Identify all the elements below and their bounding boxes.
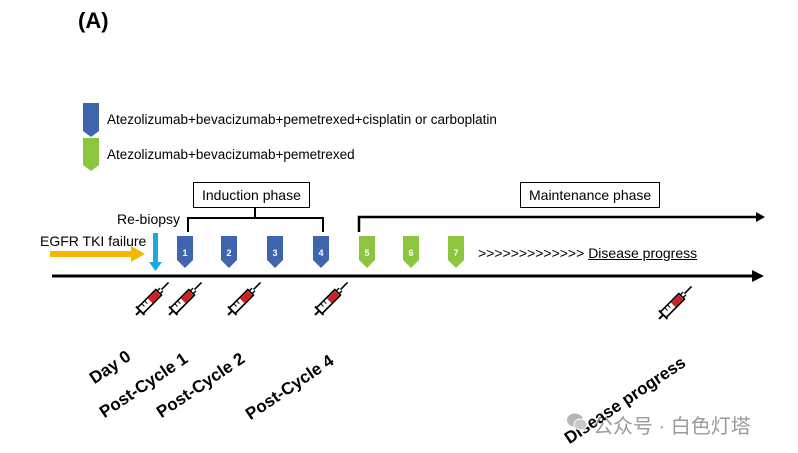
induction-bracket bbox=[187, 208, 324, 232]
rebiopsy-arrow bbox=[149, 233, 162, 271]
cycle-number: 6 bbox=[408, 248, 413, 258]
syringe-icon bbox=[163, 277, 207, 321]
maintenance-arrow bbox=[357, 215, 756, 232]
syringe-icon bbox=[309, 277, 353, 321]
cycle-marker-5: 5 bbox=[359, 236, 375, 268]
watermark-text: 公众号 · 白色灯塔 bbox=[593, 416, 751, 438]
cycle-number: 7 bbox=[453, 248, 458, 258]
legend-blue-marker bbox=[83, 103, 99, 137]
induction-phase-label: Induction phase bbox=[193, 182, 310, 208]
cycle-number: 3 bbox=[272, 248, 277, 258]
wechat-icon bbox=[567, 413, 588, 431]
progress-label: Disease progress bbox=[588, 245, 698, 261]
progress-chevrons: >>>>>>>>>>>>> bbox=[478, 245, 589, 261]
cycle-marker-3: 3 bbox=[267, 236, 283, 268]
cycle-number: 2 bbox=[226, 248, 231, 258]
cycle-marker-1: 1 bbox=[177, 236, 193, 268]
cycle-number: 4 bbox=[318, 248, 323, 258]
legend-item-induction: Atezolizumab+bevacizumab+pemetrexed+cisp… bbox=[107, 112, 497, 127]
syringe-icon bbox=[222, 277, 266, 321]
panel-label: (A) bbox=[78, 8, 109, 33]
legend-green-marker bbox=[83, 138, 99, 171]
egfr-failure-label: EGFR TKI failure bbox=[40, 233, 147, 249]
disease-progress-annotation: >>>>>>>>>>>>> Disease progress bbox=[478, 245, 697, 261]
maintenance-phase-label: Maintenance phase bbox=[520, 182, 661, 208]
cycle-number: 1 bbox=[182, 248, 187, 258]
syringe-icon bbox=[130, 277, 174, 321]
cycle-marker-4: 4 bbox=[313, 236, 329, 268]
legend-item-maintenance: Atezolizumab+bevacizumab+pemetrexed bbox=[107, 147, 355, 162]
cycle-marker-6: 6 bbox=[403, 236, 419, 268]
rebiopsy-label: Re-biopsy bbox=[117, 211, 181, 227]
cycle-number: 5 bbox=[364, 248, 369, 258]
cycle-marker-7: 7 bbox=[448, 236, 464, 268]
egfr-failure-arrow bbox=[50, 246, 145, 262]
cycle-marker-2: 2 bbox=[221, 236, 237, 268]
syringe-icon bbox=[653, 281, 697, 325]
cycle-markers: 1 2 3 4 5 6 7 bbox=[177, 236, 464, 268]
